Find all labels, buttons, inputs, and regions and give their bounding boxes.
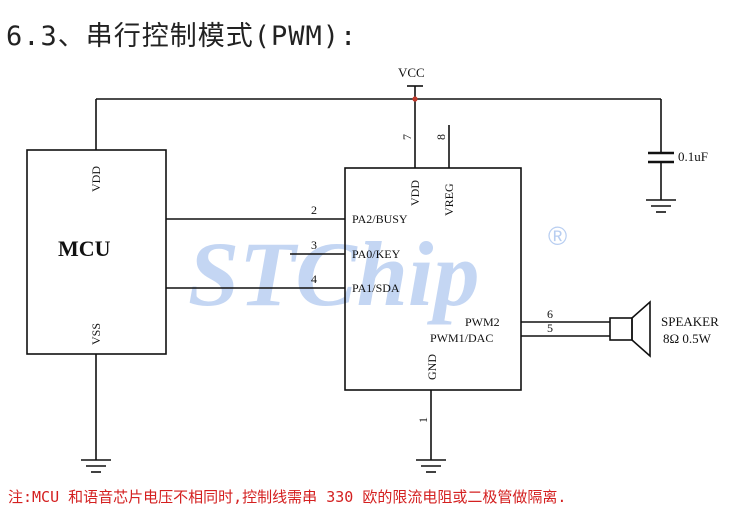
speaker-body	[609, 317, 633, 341]
speaker-cone	[631, 300, 651, 358]
pin-number-3: 3	[311, 238, 317, 252]
chip-pa0-label: PA0/KEY	[352, 247, 401, 261]
footnote: 注:MCU 和语音芯片电压不相同时,控制线需串 330 欧的限流电阻或二极管做隔…	[8, 488, 567, 506]
pin-number-5: 5	[547, 321, 553, 335]
vcc-junction-dot	[412, 96, 418, 102]
pin-number-2: 2	[311, 203, 317, 217]
mcu-vdd-label: VDD	[89, 166, 103, 192]
pin-number-7: 7	[400, 134, 414, 140]
speaker-spec: 8Ω 0.5W	[663, 331, 712, 346]
pin-number-8: 8	[434, 134, 448, 140]
watermark-registered-mark: ®	[548, 221, 567, 251]
chip-pa1-label: PA1/SDA	[352, 281, 400, 295]
chip-pwm1-label: PWM1/DAC	[430, 331, 493, 345]
pin-number-4: 4	[311, 272, 317, 286]
mcu-label: MCU	[58, 236, 111, 261]
mcu-vss-label: VSS	[89, 323, 103, 345]
capacitor-label: 0.1uF	[678, 149, 708, 164]
chip-vdd-label: VDD	[408, 180, 422, 206]
wires	[26, 85, 676, 473]
watermark-text: STChip	[188, 223, 479, 325]
chip-box	[344, 167, 522, 391]
vcc-label: VCC	[398, 65, 425, 80]
chip-vreg-label: VREG	[442, 183, 456, 216]
chip-gnd-label: GND	[425, 354, 439, 380]
speaker-label: SPEAKER	[661, 314, 719, 329]
chip-pwm2-label: PWM2	[465, 315, 500, 329]
pin-number-1: 1	[416, 417, 430, 423]
section-heading: 6.3、串行控制模式(PWM):	[6, 21, 358, 52]
chip-pa2-label: PA2/BUSY	[352, 212, 408, 226]
pin-number-6: 6	[547, 307, 553, 321]
